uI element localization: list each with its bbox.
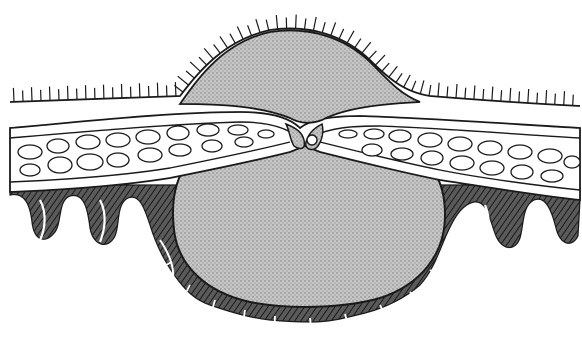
- hair-stroke: [68, 86, 69, 100]
- hair-stroke: [199, 57, 207, 65]
- hair-stroke: [362, 42, 371, 53]
- hair-stroke: [447, 86, 448, 97]
- hair-stroke: [412, 81, 416, 91]
- hair-stroke: [389, 66, 398, 77]
- hair-stroke: [175, 82, 176, 96]
- hair-stroke: [396, 73, 402, 82]
- hair-stroke: [237, 27, 243, 40]
- hair-stroke: [313, 17, 316, 31]
- hair-stroke: [429, 85, 431, 96]
- external-swelling: [180, 30, 420, 122]
- hair-stroke: [465, 88, 466, 99]
- hair-stroke: [501, 90, 502, 101]
- hair-stroke: [157, 83, 158, 97]
- hair-stroke: [404, 75, 411, 87]
- hair-stroke: [564, 91, 565, 105]
- hair-stroke: [438, 83, 439, 97]
- hair-stroke: [546, 90, 547, 104]
- hair-stroke: [369, 51, 377, 59]
- hair-stroke: [555, 94, 556, 105]
- hair-stroke: [256, 19, 260, 32]
- hair-stroke: [305, 18, 306, 29]
- hair-stroke: [214, 45, 221, 54]
- hair-stroke: [492, 87, 493, 101]
- hair-stroke: [537, 93, 538, 104]
- hair-stroke: [13, 88, 14, 102]
- hair-stroke: [331, 22, 336, 35]
- hair-stroke: [573, 95, 574, 106]
- hair-stroke: [220, 36, 228, 48]
- hair-stroke: [375, 55, 385, 65]
- hair-stroke: [355, 39, 361, 48]
- hair-stroke: [190, 62, 200, 72]
- hair-stroke: [510, 88, 511, 102]
- hair-stroke: [266, 20, 269, 31]
- hair-stroke: [230, 34, 235, 44]
- hair-stroke: [420, 80, 424, 94]
- hair-stroke: [528, 89, 529, 103]
- hair-stroke: [347, 31, 354, 43]
- hair-stroke: [339, 29, 344, 39]
- hair-stroke: [50, 87, 51, 101]
- hair-stroke: [178, 76, 189, 85]
- hair-stroke: [474, 85, 475, 99]
- hair-stroke: [204, 48, 213, 59]
- hair-stroke: [382, 63, 389, 71]
- hair-stroke: [296, 15, 297, 29]
- hair-stroke: [139, 83, 140, 97]
- hair-stroke: [322, 22, 325, 33]
- hair-stroke: [248, 25, 252, 35]
- hair-stroke: [519, 91, 520, 102]
- hair-stroke: [32, 87, 33, 101]
- hair-stroke: [186, 71, 194, 78]
- hair-stroke: [483, 89, 484, 100]
- hair-stroke: [456, 84, 457, 98]
- hair-stroke: [276, 15, 277, 29]
